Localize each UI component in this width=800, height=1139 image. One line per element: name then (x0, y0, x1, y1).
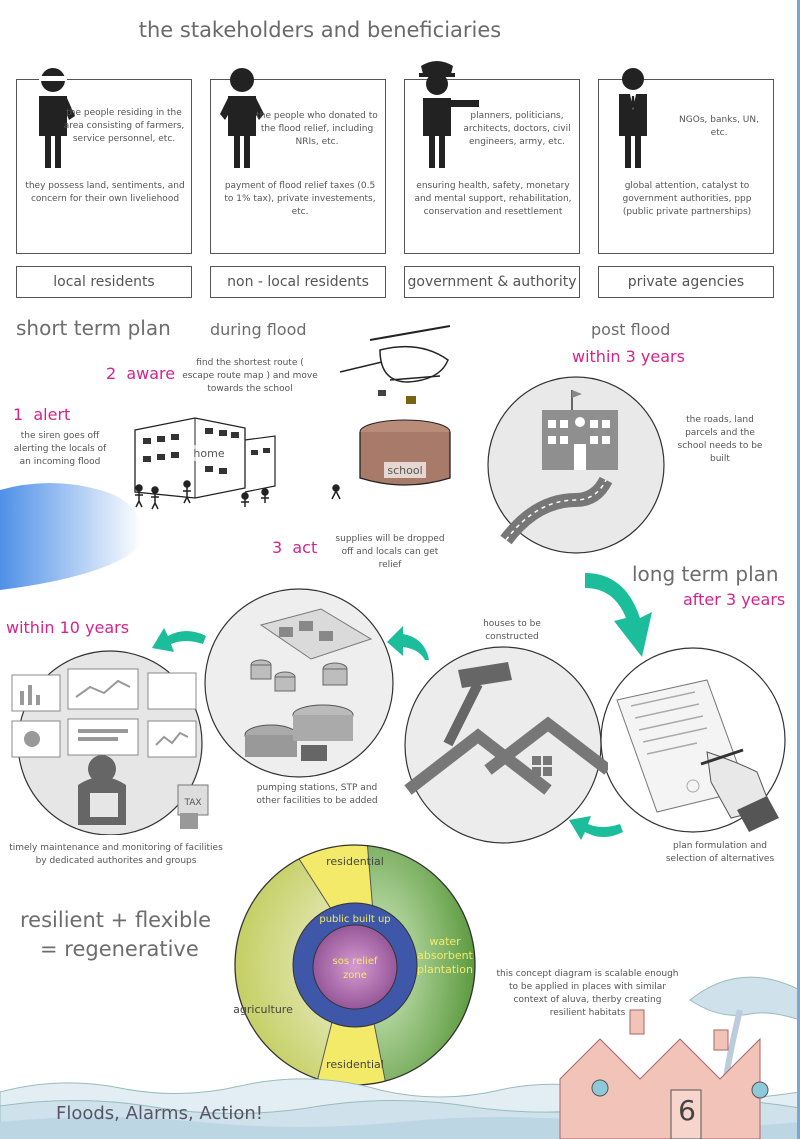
page-number: 6 (678, 1094, 696, 1127)
sos-line1: sos relief (333, 956, 378, 967)
stakeholder-card-nonlocal: the people who donated to the flood reli… (210, 68, 386, 254)
stakeholder-desc: the people residing in the area consisti… (63, 108, 185, 144)
step-alert-text: the siren goes off alerting the locals o… (13, 431, 107, 467)
tax-label: TAX (183, 798, 201, 808)
landscape-footer-illustration (0, 976, 800, 1139)
businessman-icon (619, 68, 647, 168)
facilities-circle (204, 588, 394, 778)
step-act-text: supplies will be dropped off and locals … (335, 534, 445, 570)
stakeholder-card-government: planners, politicians, architects, docto… (404, 61, 580, 254)
stakeholder-card-local: the people residing in the area consisti… (16, 68, 192, 254)
water-line1: water (429, 935, 461, 948)
ten-years-timeframe: within 10 years (6, 618, 130, 637)
sos-line2: zone (343, 970, 367, 981)
teal-arrow-left-3-icon (569, 816, 623, 840)
right-edge-bar (797, 0, 800, 1139)
stakeholder-role: global attention, catalyst to government… (622, 181, 752, 217)
houses-text: houses to be constructed (483, 619, 541, 642)
monitoring-circle: TAX (11, 650, 209, 835)
plan-formulation-text: plan formulation and selection of altern… (665, 841, 775, 864)
agriculture-label: agriculture (233, 1003, 293, 1016)
home-sketch-illustration: home (134, 417, 276, 510)
concept-line1: resilient + flexible (20, 908, 212, 932)
plan-formulation-circle (600, 647, 786, 833)
teal-arrow-left-2-icon (152, 628, 206, 652)
page-title: the stakeholders and beneficiaries (138, 18, 502, 42)
concept-text: this concept diagram is scalable enough … (496, 969, 679, 1018)
long-term-timeframe: after 3 years (683, 590, 786, 609)
label-non-local-residents: non - local residents (210, 266, 386, 298)
stakeholder-desc: planners, politicians, architects, docto… (463, 111, 571, 147)
stakeholder-role: they possess land, sentiments, and conce… (25, 181, 185, 204)
stakeholder-card-private: NGOs, banks, UN, etc. global attention, … (598, 68, 774, 254)
stakeholder-desc: the people who donated to the flood reli… (256, 111, 378, 147)
residential-top-label: residential (326, 855, 384, 868)
stakeholder-role: ensuring health, safety, monetary and me… (414, 181, 572, 217)
maintenance-text: timely maintenance and monitoring of fac… (9, 843, 223, 866)
officer-icon (419, 61, 479, 168)
post-flood-heading: post flood (591, 320, 671, 339)
flood-water-illustration (0, 483, 143, 590)
during-flood-heading: during flood (210, 320, 307, 339)
water-line3: plantation (417, 963, 473, 976)
facilities-text: pumping stations, STP and other faciliti… (256, 783, 378, 806)
concept-line2: = regenerative (40, 937, 199, 961)
person-nonlocal-icon (220, 68, 264, 168)
concept-diagram: residential residential agriculture wate… (233, 844, 476, 1086)
houses-circle (404, 646, 608, 844)
stakeholder-role: payment of flood relief taxes (0.5 to 1%… (224, 181, 376, 217)
residential-bottom-label: residential (326, 1058, 384, 1071)
person-local-icon (39, 68, 75, 168)
label-government-authority: government & authority (404, 266, 580, 298)
public-label: public built up (319, 914, 390, 925)
step-act-label: 3 act (272, 538, 318, 557)
label-local-residents: local residents (16, 266, 192, 298)
teal-arrow-left-icon (387, 626, 429, 660)
short-term-heading: short term plan (16, 316, 171, 340)
post-flood-text: the roads, land parcels and the school n… (677, 415, 763, 464)
footer-title: Floods, Alarms, Action! (56, 1103, 263, 1124)
water-line2: absorbent (417, 949, 473, 962)
step-aware-text: find the shortest route ( escape route m… (182, 358, 318, 394)
long-term-heading: long term plan (632, 562, 779, 586)
school-label: school (387, 464, 422, 477)
step-alert-label: 1 alert (13, 405, 71, 424)
stakeholder-desc: NGOs, banks, UN, etc. (679, 115, 759, 138)
helicopter-school-illustration: school (331, 325, 451, 500)
home-label: home (193, 447, 224, 460)
post-flood-timeframe: within 3 years (572, 347, 685, 366)
post-flood-circle (487, 376, 665, 554)
label-private-agencies: private agencies (598, 266, 774, 298)
step-aware-label: 2 aware (106, 364, 176, 383)
teal-arrow-down-icon (585, 573, 652, 657)
